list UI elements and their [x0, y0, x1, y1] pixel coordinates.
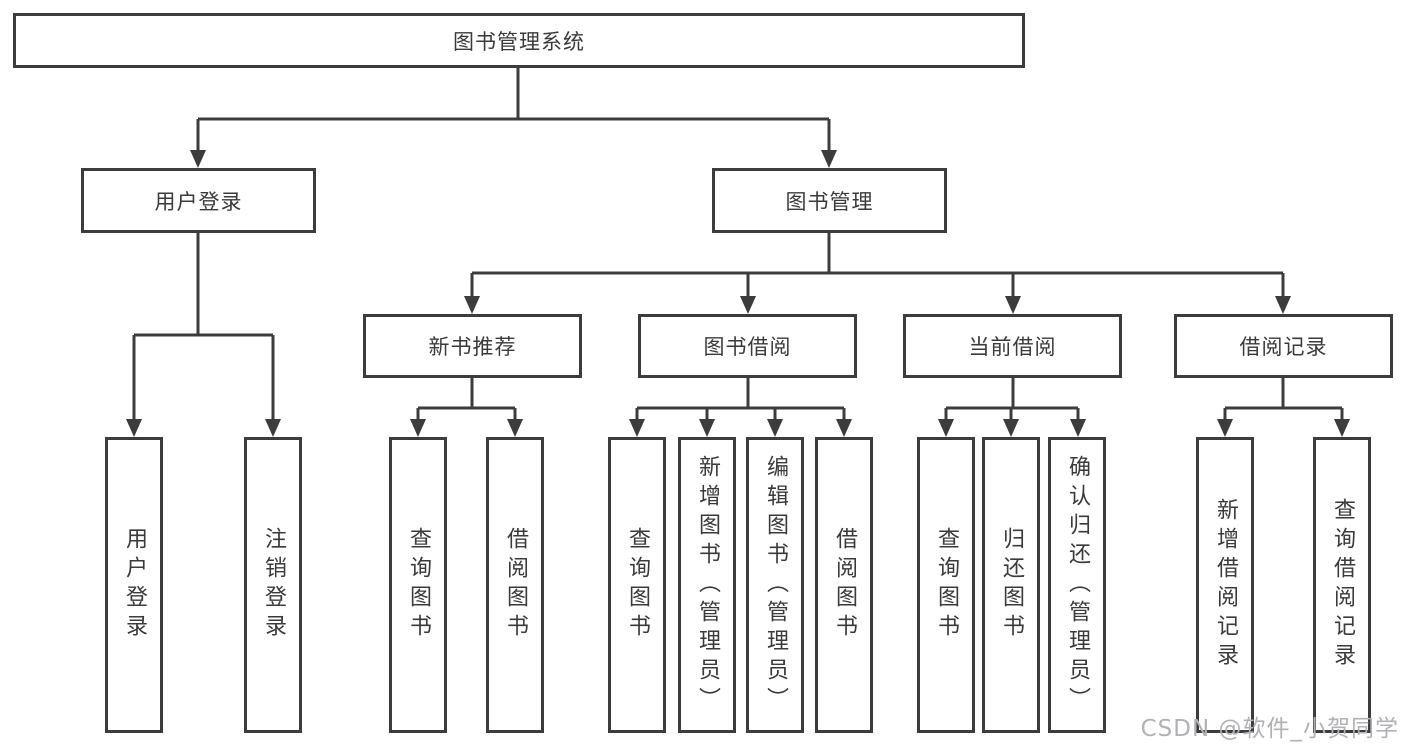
- arrow-down-icon: [1217, 419, 1233, 437]
- leaf-query-books-borrowing: 查询图书: [608, 437, 666, 733]
- leaf-add-borrow-record: 新增借阅记录: [1196, 437, 1254, 733]
- connector-line: [1223, 378, 1344, 423]
- leaf-logout: 注销登录: [244, 437, 302, 733]
- leaf-borrow-books-recommend: 借阅图书: [486, 437, 544, 733]
- node-borrowing-records: 借阅记录: [1174, 314, 1393, 378]
- connector-line: [416, 378, 517, 423]
- arrow-down-icon: [1334, 419, 1350, 437]
- arrow-down-icon: [767, 419, 783, 437]
- csdn-watermark: CSDN @软件_小贺同学: [1140, 716, 1399, 742]
- leaf-confirm-return-admin: 确认归还（管理员）: [1048, 437, 1106, 733]
- leaf-edit-book-admin: 编辑图书（管理员）: [746, 437, 804, 733]
- connector-user-login-to-leaves: [126, 233, 281, 437]
- leaf-borrow-books-borrowing: 借阅图书: [815, 437, 873, 733]
- arrow-down-icon: [126, 419, 142, 437]
- connector-line: [635, 378, 846, 423]
- arrow-down-icon: [1275, 296, 1291, 314]
- leaf-query-books-recommend: 查询图书: [389, 437, 447, 733]
- connector-borrowing-records-to-leaves: [1217, 378, 1350, 437]
- node-user-login: 用户登录: [81, 168, 316, 233]
- arrow-down-icon: [1005, 296, 1021, 314]
- arrow-down-icon: [1070, 419, 1086, 437]
- arrow-down-icon: [507, 419, 523, 437]
- connector-line: [470, 233, 1285, 300]
- arrow-down-icon: [821, 150, 837, 168]
- connector-new-book-recommend-to-leaves: [410, 378, 523, 437]
- arrow-down-icon: [836, 419, 852, 437]
- node-current-borrowing: 当前借阅: [903, 314, 1122, 378]
- connector-line: [944, 378, 1080, 423]
- arrow-down-icon: [190, 150, 206, 168]
- node-book-borrowing: 图书借阅: [638, 314, 857, 378]
- arrow-down-icon: [464, 296, 480, 314]
- leaf-return-books: 归还图书: [982, 437, 1040, 733]
- connector-line: [132, 233, 275, 423]
- arrow-down-icon: [1003, 419, 1019, 437]
- arrow-down-icon: [629, 419, 645, 437]
- connector-root-to-level2: [190, 68, 837, 168]
- arrow-down-icon: [699, 419, 715, 437]
- leaf-query-books-current: 查询图书: [917, 437, 975, 733]
- leaf-add-book-admin: 新增图书（管理员）: [678, 437, 736, 733]
- arrow-down-icon: [740, 296, 756, 314]
- connector-line: [196, 68, 831, 154]
- node-root-library-system: 图书管理系统: [13, 13, 1025, 68]
- connector-book-borrowing-to-leaves: [629, 378, 852, 437]
- arrow-down-icon: [265, 419, 281, 437]
- node-new-book-recommend: 新书推荐: [363, 314, 582, 378]
- connector-book-management-to-level3: [464, 233, 1291, 314]
- node-book-management: 图书管理: [712, 168, 947, 233]
- leaf-user-login: 用户登录: [105, 437, 163, 733]
- arrow-down-icon: [410, 419, 426, 437]
- leaf-query-borrow-record: 查询借阅记录: [1313, 437, 1371, 733]
- arrow-down-icon: [938, 419, 954, 437]
- connector-current-borrowing-to-leaves: [938, 378, 1086, 437]
